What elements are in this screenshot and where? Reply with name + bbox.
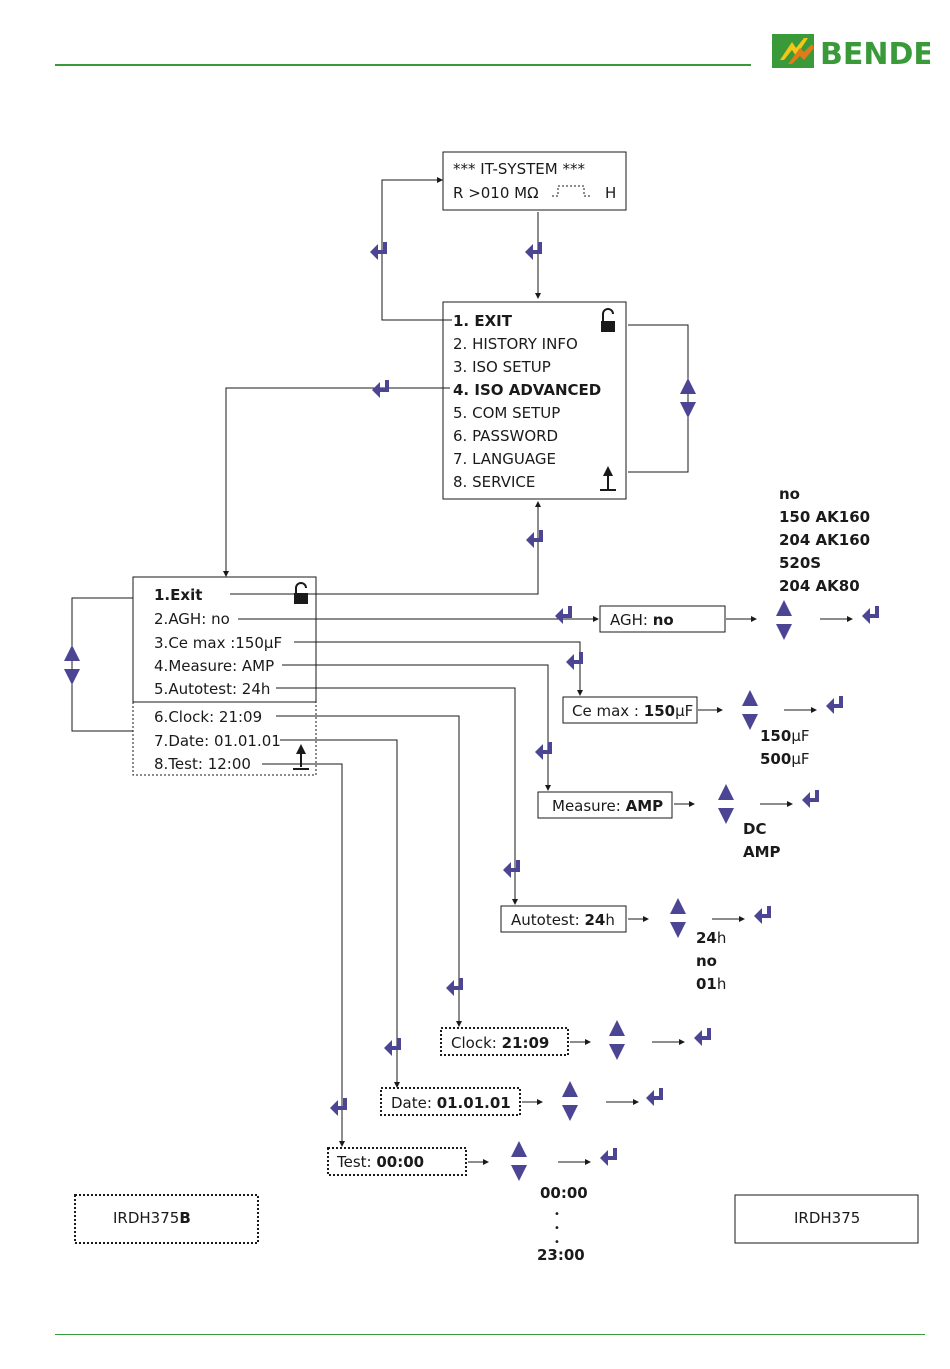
main-menu-item-iso-advanced: 4. ISO ADVANCED (453, 381, 601, 399)
up-down-icon (562, 1081, 578, 1121)
main-menu-item-service: 8. SERVICE (453, 473, 535, 491)
enter-icon (501, 858, 520, 880)
main-menu-item-history: 2. HISTORY INFO (453, 335, 578, 353)
agh-box (599, 605, 726, 633)
enter-icon (644, 1086, 663, 1108)
sub-menu-box (132, 576, 317, 703)
measure-option: AMP (743, 843, 781, 861)
sub-menu-list: 1.Exit 2.AGH: no 3.Ce max :150μF 4.Measu… (154, 586, 282, 773)
autotest-box (500, 905, 627, 933)
cemax-field: Ce max : 150μF (572, 702, 693, 720)
cemax-box (562, 696, 698, 724)
unlock-icon (601, 308, 615, 332)
main-menu-item-com-setup: 5. COM SETUP (453, 404, 560, 422)
enter-icon (860, 604, 879, 626)
autotest-option: 01h (696, 975, 726, 993)
test-field: Test: 00:00 (336, 1153, 424, 1171)
enter-icon (328, 1096, 347, 1118)
test-range-start: 00:00 (540, 1184, 588, 1202)
clock-box (440, 1027, 569, 1056)
enter-icon (370, 378, 389, 400)
up-down-icon (742, 690, 758, 730)
enter-icon (598, 1146, 617, 1168)
measure-box (537, 791, 673, 819)
sub-menu-item-test: 8.Test: 12:00 (154, 755, 251, 773)
agh-option: no (779, 485, 800, 503)
sub-menu-item-autotest: 5.Autotest: 24h (154, 680, 270, 698)
autotest-option: 24h (696, 929, 726, 947)
variant-box (734, 1194, 919, 1244)
enter-icon (368, 240, 387, 262)
sub-menu-item-cemax: 3.Ce max :150μF (154, 634, 282, 652)
main-menu-item-iso-setup: 3. ISO SETUP (453, 358, 551, 376)
up-down-icon (609, 1020, 625, 1060)
up-down-icon (718, 784, 734, 824)
footer-rule (55, 1334, 925, 1335)
enter-icon (692, 1026, 711, 1048)
bender-logo: BENDER (772, 34, 930, 72)
agh-option: 204 AK160 (779, 531, 870, 549)
sub-menu-hidden-area (132, 702, 317, 776)
display-line-1: *** IT-SYSTEM *** (453, 160, 585, 178)
autotest-option: no (696, 952, 717, 970)
main-menu-list: 1. EXIT 2. HISTORY INFO 3. ISO SETUP 4. … (453, 312, 601, 491)
date-box (380, 1087, 521, 1116)
up-down-icon (776, 600, 792, 640)
main-menu-item-password: 6. PASSWORD (453, 427, 558, 445)
cemax-option: 150μF (760, 727, 809, 745)
clock-field: Clock: 21:09 (451, 1034, 549, 1052)
main-menu-item-exit: 1. EXIT (453, 312, 513, 330)
enter-icon (564, 650, 583, 672)
up-down-icon (511, 1141, 527, 1181)
display-suffix: H (605, 184, 616, 202)
autotest-field: Autotest: 24h (511, 911, 615, 929)
up-arrow-icon (293, 744, 309, 770)
sub-menu-item-exit: 1.Exit (154, 586, 202, 604)
date-field: Date: 01.01.01 (391, 1094, 511, 1112)
header-rule (55, 64, 751, 66)
agh-field: AGH: no (610, 611, 674, 629)
main-menu-box (442, 301, 627, 500)
measure-field: Measure: AMP (552, 797, 663, 815)
test-range-dot: • (554, 1237, 560, 1248)
variant-b-label: IRDH375B (113, 1209, 191, 1227)
brand-name: BENDER (820, 37, 930, 72)
cemax-option: 500μF (760, 750, 809, 768)
measure-option: DC (743, 820, 766, 838)
threshold-graphic (552, 185, 592, 197)
unlock-icon (294, 582, 308, 604)
logo-bolt (780, 38, 808, 60)
enter-icon (524, 528, 543, 550)
display-resistance: R >010 MΩ (453, 184, 539, 202)
up-down-icon (670, 898, 686, 938)
display-box (442, 151, 627, 211)
enter-icon (824, 694, 843, 716)
agh-option: 204 AK80 (779, 577, 860, 595)
sub-menu-item-agh: 2.AGH: no (154, 610, 230, 628)
sub-menu-item-clock: 6.Clock: 21:09 (154, 708, 262, 726)
logo-bolt-2 (788, 44, 814, 64)
enter-icon (553, 604, 572, 626)
sub-menu-item-measure: 4.Measure: AMP (154, 657, 274, 675)
up-arrow-icon (600, 466, 616, 491)
agh-option: 520S (779, 554, 821, 572)
test-box (327, 1147, 467, 1176)
main-menu-item-language: 7. LANGUAGE (453, 450, 556, 468)
sub-menu-item-date: 7.Date: 01.01.01 (154, 732, 281, 750)
variant-b-box (74, 1194, 259, 1244)
agh-option: 150 AK160 (779, 508, 870, 526)
test-range-dot: • (554, 1209, 560, 1220)
enter-icon (752, 904, 771, 926)
test-range-dot: • (554, 1223, 560, 1234)
variant-label: IRDH375 (794, 1209, 860, 1227)
agh-options: no 150 AK160 204 AK160 520S 204 AK80 (779, 485, 870, 595)
enter-icon (800, 788, 819, 810)
test-range-end: 23:00 (537, 1246, 585, 1264)
